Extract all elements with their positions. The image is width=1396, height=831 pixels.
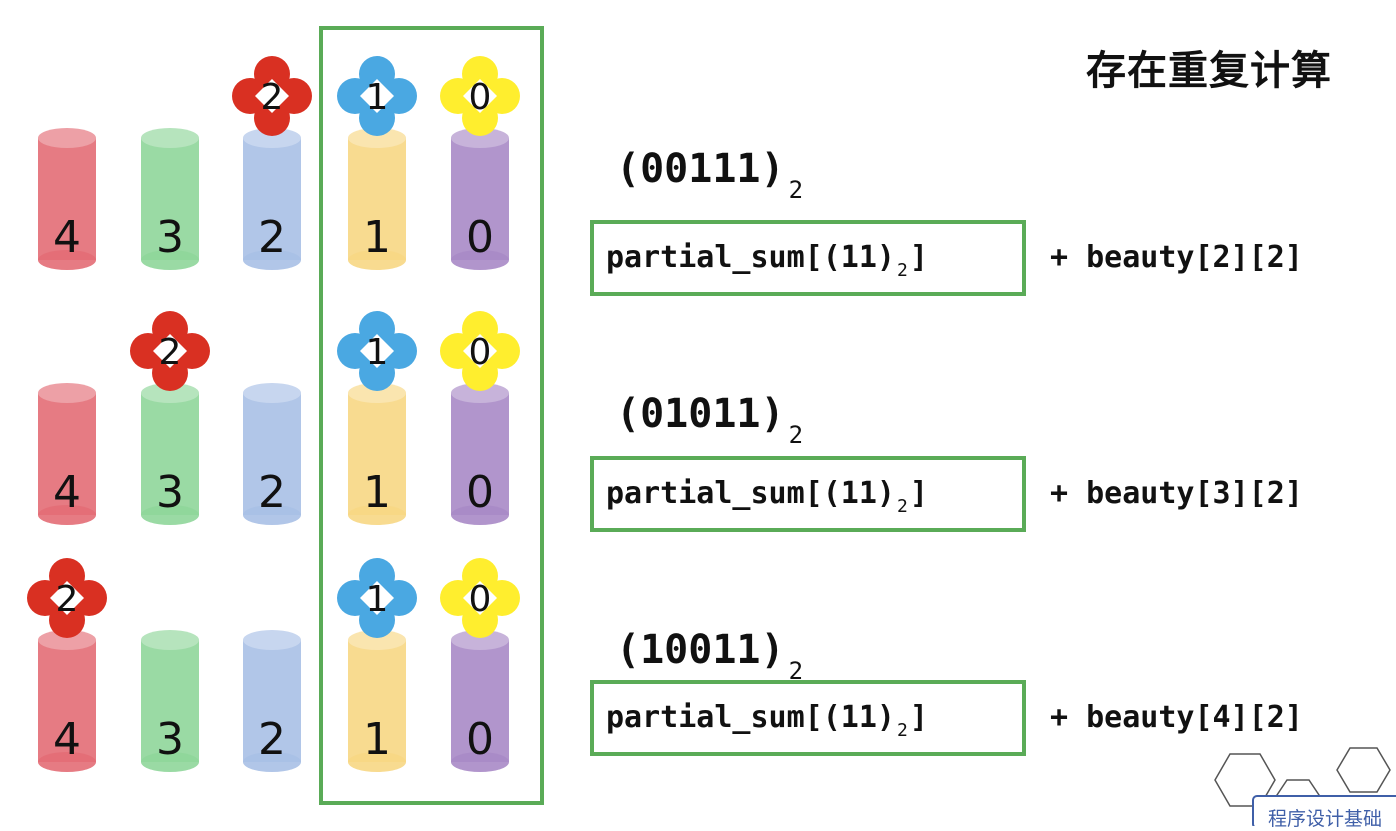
flower-0: 0 (440, 311, 520, 391)
cylinder-label: 3 (156, 212, 184, 263)
cylinder-0: 0 (451, 630, 509, 772)
flower-label: 1 (366, 332, 389, 373)
flower-label: 0 (469, 77, 492, 118)
cylinder-4: 4 (38, 128, 96, 270)
cylinder-0: 0 (451, 128, 509, 270)
flower-2: 2 (27, 558, 107, 638)
page-title: 存在重复计算 (1086, 48, 1332, 94)
partial-sum-text: partial_sum[(11)2] (606, 476, 928, 517)
cylinder-label: 3 (156, 467, 184, 518)
cylinder-2: 2 (243, 383, 301, 525)
cylinder-4: 4 (38, 383, 96, 525)
flower-label: 1 (366, 77, 389, 118)
cylinder-label: 0 (466, 467, 494, 518)
flower-label: 2 (56, 579, 79, 620)
flower-label: 0 (469, 579, 492, 620)
flower-0: 0 (440, 558, 520, 638)
flower-0: 0 (440, 56, 520, 136)
flower-2: 2 (232, 56, 312, 136)
flower-label: 2 (261, 77, 284, 118)
flower-1: 1 (337, 558, 417, 638)
beauty-term: + beauty[2][2] (1050, 240, 1303, 275)
cylinder-label: 0 (466, 714, 494, 765)
cylinder-3: 3 (141, 128, 199, 270)
partial-sum-box (590, 680, 1026, 756)
cylinder-label: 0 (466, 212, 494, 263)
cylinder-1: 1 (348, 383, 406, 525)
cylinder-label: 2 (258, 212, 286, 263)
binary-label-2: (01011)2 (616, 391, 804, 449)
partial-sum-box (590, 456, 1026, 532)
cylinder-label: 4 (53, 467, 81, 518)
highlight-frame (319, 26, 544, 805)
beauty-term: + beauty[3][2] (1050, 476, 1303, 511)
partial-sum-box (590, 220, 1026, 296)
flower-1: 1 (337, 56, 417, 136)
binary-label-3: (10011)2 (616, 627, 804, 685)
partial-sum-text: partial_sum[(11)2] (606, 240, 928, 281)
beauty-term: + beauty[4][2] (1050, 700, 1303, 735)
binary-label-1: (00111)2 (616, 146, 804, 204)
course-logo-label: 程序设计基础 (1268, 808, 1383, 830)
cylinder-3: 3 (141, 383, 199, 525)
partial-sum-text: partial_sum[(11)2] (606, 700, 928, 741)
flower-2: 2 (130, 311, 210, 391)
cylinder-0: 0 (451, 383, 509, 525)
flower-label: 0 (469, 332, 492, 373)
flower-label: 1 (366, 579, 389, 620)
flower-label: 2 (159, 332, 182, 373)
cylinder-label: 2 (258, 467, 286, 518)
flower-1: 1 (337, 311, 417, 391)
cylinder-label: 1 (363, 212, 391, 263)
cylinder-label: 2 (258, 714, 286, 765)
cylinder-label: 1 (363, 467, 391, 518)
cylinder-4: 4 (38, 630, 96, 772)
cylinder-1: 1 (348, 128, 406, 270)
cylinder-label: 1 (363, 714, 391, 765)
cylinder-3: 3 (141, 630, 199, 772)
cylinder-label: 4 (53, 212, 81, 263)
cylinder-label: 3 (156, 714, 184, 765)
cylinder-2: 2 (243, 630, 301, 772)
course-logo-icon (1214, 747, 1396, 826)
cylinder-1: 1 (348, 630, 406, 772)
cylinder-2: 2 (243, 128, 301, 270)
cylinder-label: 4 (53, 714, 81, 765)
